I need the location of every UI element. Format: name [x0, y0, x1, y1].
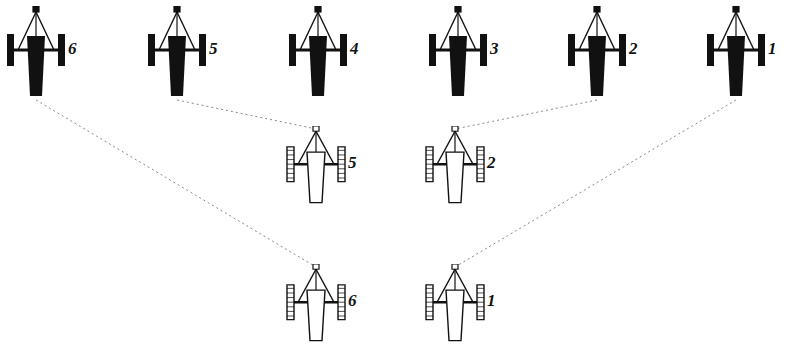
gun-position: 2 — [567, 6, 640, 98]
gun-position: 3 — [428, 6, 501, 98]
callout-number: 1 — [487, 292, 496, 310]
gun-position: 6 — [6, 6, 79, 98]
gun-position: 1 — [425, 264, 498, 344]
limber-icon — [567, 6, 627, 98]
gun-position: 2 — [425, 126, 498, 206]
limber-icon — [147, 6, 207, 98]
callout-number: 6 — [68, 40, 77, 58]
dotted-connector — [455, 100, 736, 267]
callout-number: 2 — [629, 40, 638, 58]
gun-position: 5 — [286, 126, 359, 206]
gun-position: 4 — [288, 6, 361, 98]
dotted-connector — [36, 100, 316, 267]
limber-icon — [706, 6, 766, 98]
callout-number: 2 — [487, 154, 496, 172]
callout-number: 5 — [209, 40, 218, 58]
limber-icon — [288, 6, 348, 98]
dotted-connector — [177, 100, 316, 129]
limber-icon — [428, 6, 488, 98]
gun-position: 5 — [147, 6, 220, 98]
gun-icon — [286, 264, 346, 344]
callout-number: 6 — [348, 292, 357, 310]
gun-position: 1 — [706, 6, 779, 98]
gun-icon — [425, 126, 485, 206]
gun-position: 6 — [286, 264, 359, 344]
callout-number: 5 — [348, 154, 357, 172]
gun-icon — [286, 126, 346, 206]
callout-number: 3 — [490, 40, 499, 58]
callout-number: 4 — [350, 40, 359, 58]
gun-icon — [425, 264, 485, 344]
dotted-connector — [455, 100, 597, 129]
limber-icon — [6, 6, 66, 98]
callout-number: 1 — [768, 40, 777, 58]
